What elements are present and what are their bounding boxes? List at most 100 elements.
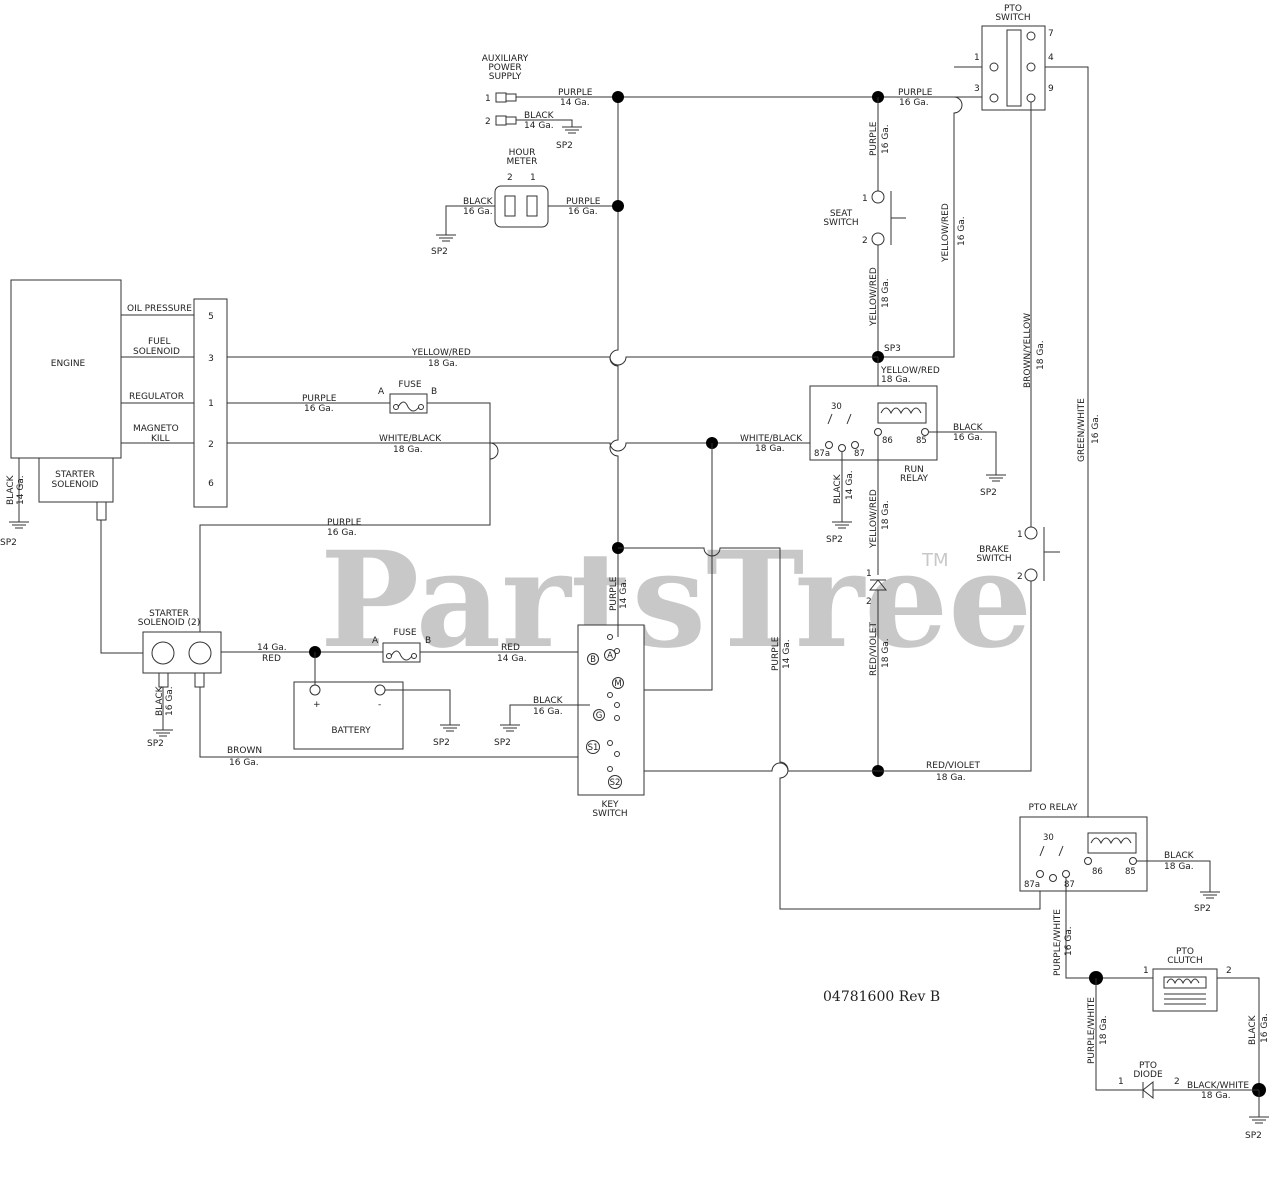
svg-text:CLUTCH: CLUTCH (1167, 956, 1202, 966)
svg-text:14 Ga.: 14 Ga. (619, 579, 629, 609)
svg-text:BLACK: BLACK (155, 685, 165, 716)
svg-text:SWITCH: SWITCH (592, 809, 627, 819)
svg-text:STARTER: STARTER (149, 609, 189, 619)
hour-meter: HOUR METER 2 1 (494, 148, 549, 228)
svg-text:BLACK: BLACK (6, 474, 16, 505)
svg-text:SOLENOID (2): SOLENOID (2) (138, 618, 201, 628)
svg-text:M: M (614, 679, 621, 689)
pto-relay: PTO RELAY 30 87a 87 86 85 (1019, 803, 1148, 892)
svg-text:SWITCH: SWITCH (823, 218, 858, 228)
svg-text:SP2: SP2 (0, 538, 17, 548)
engine: ENGINE STARTER SOLENOID (10, 279, 122, 521)
svg-text:B: B (425, 636, 431, 646)
svg-text:PTO RELAY: PTO RELAY (1029, 803, 1078, 813)
svg-text:2: 2 (1174, 1077, 1180, 1087)
svg-text:PURPLE: PURPLE (898, 88, 933, 98)
fuse-regulator: FUSE A B (378, 380, 437, 414)
svg-text:WHITE/BLACK: WHITE/BLACK (740, 434, 803, 444)
brake-switch: 1 2 BRAKE SWITCH (976, 526, 1060, 582)
svg-text:METER: METER (507, 157, 538, 167)
svg-text:BLACK: BLACK (463, 197, 494, 207)
svg-text:POWER: POWER (488, 63, 521, 73)
svg-text:S1: S1 (588, 743, 599, 753)
svg-text:PURPLE: PURPLE (302, 394, 337, 404)
svg-text:B: B (431, 387, 437, 397)
svg-text:FUSE: FUSE (398, 380, 421, 390)
watermark-tm: TM (921, 550, 949, 571)
svg-text:-: - (378, 700, 381, 710)
svg-text:BATTERY: BATTERY (331, 726, 371, 736)
svg-text:AUXILIARY: AUXILIARY (482, 54, 529, 64)
svg-text:86: 86 (1092, 867, 1103, 877)
svg-text:RED/VIOLET: RED/VIOLET (926, 761, 980, 771)
svg-text:PURPLE: PURPLE (558, 88, 593, 98)
svg-text:14 Ga.: 14 Ga. (16, 475, 26, 505)
svg-text:18 Ga.: 18 Ga. (428, 359, 458, 369)
svg-text:SP3: SP3 (884, 344, 901, 354)
svg-text:14 Ga.: 14 Ga. (524, 121, 554, 131)
svg-text:G: G (596, 711, 603, 721)
svg-text:REGULATOR: REGULATOR (129, 392, 184, 402)
svg-text:18 Ga.: 18 Ga. (936, 773, 966, 783)
svg-text:1: 1 (862, 194, 868, 204)
svg-text:FUSE: FUSE (393, 628, 416, 638)
svg-text:SP2: SP2 (431, 247, 448, 257)
svg-text:14 Ga.: 14 Ga. (845, 470, 855, 500)
svg-text:16 Ga.: 16 Ga. (533, 707, 563, 717)
svg-text:18 Ga.: 18 Ga. (1036, 340, 1046, 370)
svg-text:1: 1 (1143, 966, 1149, 976)
svg-text:18 Ga.: 18 Ga. (1164, 862, 1194, 872)
svg-text:SP2: SP2 (826, 535, 843, 545)
svg-text:KILL: KILL (151, 434, 170, 444)
pto-switch: PTO SWITCH 1 3 7 4 9 (974, 4, 1054, 111)
svg-text:16 Ga.: 16 Ga. (463, 207, 493, 217)
watermark: PartsTree (320, 523, 1032, 678)
svg-text:14 Ga.: 14 Ga. (560, 98, 590, 108)
svg-text:PURPLE: PURPLE (327, 518, 362, 528)
pto-clutch: PTO CLUTCH 1 2 (1143, 947, 1232, 1012)
svg-text:18 Ga.: 18 Ga. (881, 375, 911, 385)
svg-text:YELLOW/RED: YELLOW/RED (411, 348, 471, 358)
svg-text:YELLOW/RED: YELLOW/RED (941, 203, 951, 263)
svg-text:A: A (607, 651, 613, 661)
svg-text:18 Ga.: 18 Ga. (393, 445, 423, 455)
svg-text:SP2: SP2 (556, 141, 573, 151)
svg-text:87: 87 (854, 449, 865, 459)
svg-text:SOLENOID: SOLENOID (52, 480, 99, 490)
svg-text:2: 2 (208, 440, 214, 450)
svg-text:5: 5 (208, 312, 214, 322)
svg-text:1: 1 (866, 569, 872, 579)
svg-text:SWITCH: SWITCH (976, 554, 1011, 564)
starter-solenoid-2: STARTER SOLENOID (2) (138, 609, 222, 688)
svg-text:SWITCH: SWITCH (995, 13, 1030, 23)
svg-text:BLACK: BLACK (953, 423, 984, 433)
svg-text:YELLOW/RED: YELLOW/RED (869, 489, 879, 549)
svg-text:KEY: KEY (601, 800, 619, 810)
svg-text:RED/VIOLET: RED/VIOLET (869, 622, 879, 676)
svg-text:1: 1 (208, 399, 214, 409)
svg-text:16 Ga.: 16 Ga. (229, 758, 259, 768)
svg-text:16 Ga.: 16 Ga. (881, 124, 891, 154)
svg-text:A: A (378, 387, 385, 397)
svg-text:RED: RED (262, 654, 281, 664)
svg-text:DIODE: DIODE (1133, 1070, 1163, 1080)
svg-text:3: 3 (974, 84, 980, 94)
svg-text:PURPLE: PURPLE (566, 197, 601, 207)
svg-text:86: 86 (882, 436, 893, 446)
svg-text:16 Ga.: 16 Ga. (1064, 926, 1074, 956)
svg-text:18 Ga.: 18 Ga. (881, 278, 891, 308)
svg-text:6: 6 (208, 479, 214, 489)
svg-text:BROWN/YELLOW: BROWN/YELLOW (1023, 313, 1033, 388)
svg-text:PURPLE: PURPLE (609, 576, 619, 611)
svg-text:18 Ga.: 18 Ga. (881, 500, 891, 530)
svg-text:16 Ga.: 16 Ga. (953, 433, 983, 443)
key-switch: B A M G S1 S2 KEY SWITCH (577, 624, 645, 819)
svg-text:1: 1 (1118, 1077, 1124, 1087)
svg-text:RELAY: RELAY (900, 474, 929, 484)
svg-text:A: A (372, 636, 379, 646)
svg-text:FUEL: FUEL (148, 337, 170, 347)
svg-text:S2: S2 (610, 778, 621, 788)
svg-text:2: 2 (1017, 572, 1023, 582)
svg-text:7: 7 (1048, 29, 1054, 39)
svg-text:PURPLE/WHITE: PURPLE/WHITE (1053, 909, 1063, 976)
